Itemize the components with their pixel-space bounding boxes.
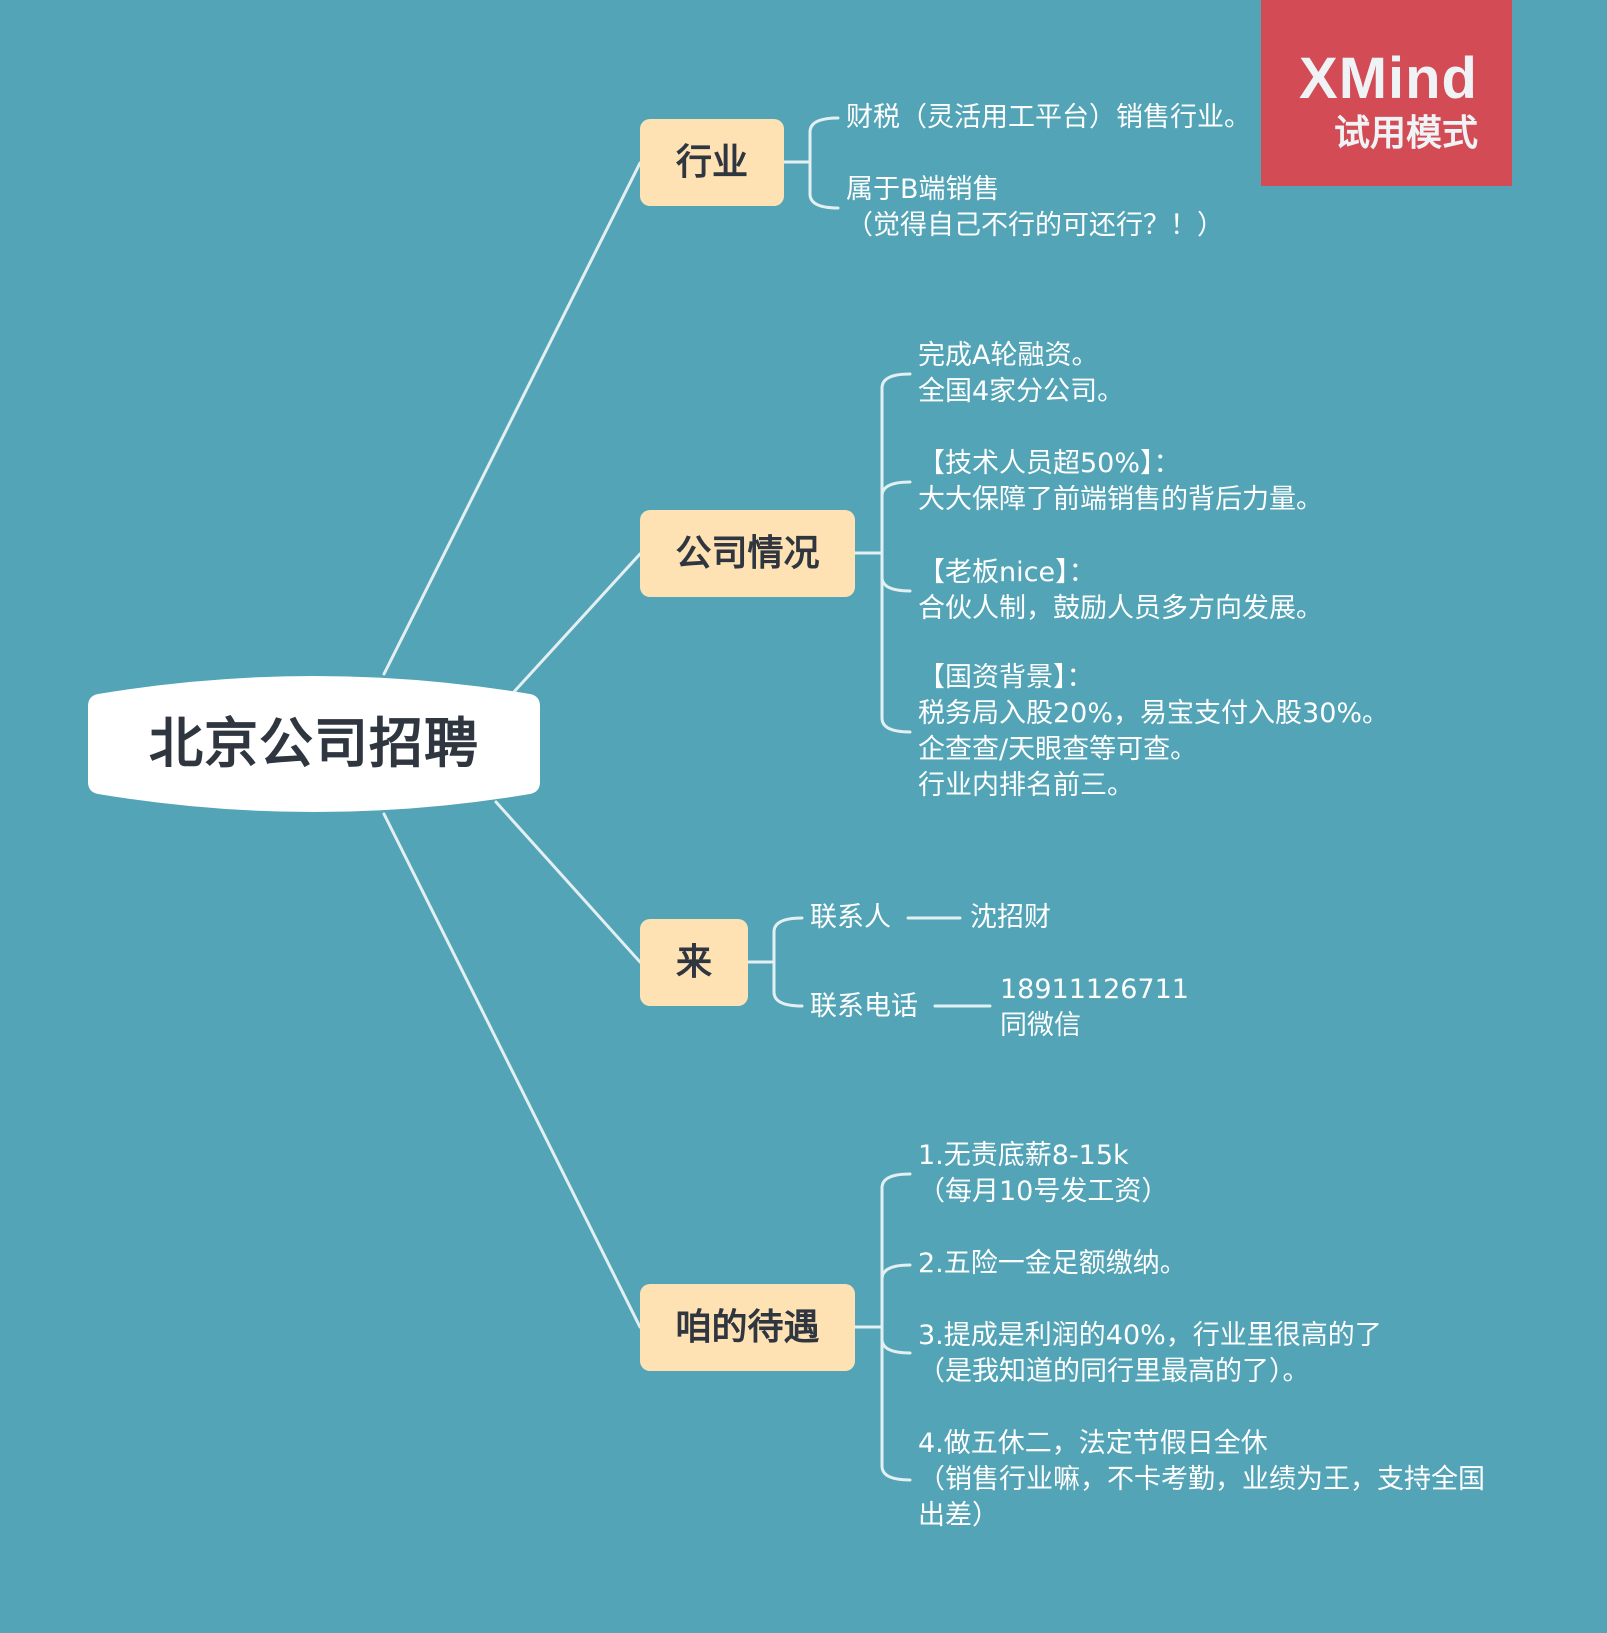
contact-phone-value-line-2: 同微信: [1000, 1010, 1081, 1041]
connector-central-benefits: [382, 812, 642, 1329]
central-topic[interactable]: 北京公司招聘: [88, 670, 540, 818]
company-item-4[interactable]: 【国资背景】： 税务局入股20%，易宝支付入股30%。 企查查/天眼查等可查。 …: [918, 660, 1389, 804]
watermark-brand: XMind: [1299, 46, 1478, 111]
contact-phone-label-text: 联系电话: [810, 991, 918, 1022]
benefits-item-4-line-3: 出差）: [918, 1500, 999, 1531]
connector-company-item-2: [880, 480, 912, 498]
benefits-item-4-line-2: （销售行业嘛，不卡考勤，业绩为王，支持全国: [918, 1464, 1485, 1495]
connector-central-join: [494, 800, 642, 964]
company-item-1-line-2: 全国4家分公司。: [918, 376, 1125, 407]
industry-item-1[interactable]: 财税（灵活用工平台）销售行业。: [846, 100, 1251, 136]
benefits-item-1-line-2: （每月10号发工资）: [918, 1176, 1169, 1207]
trial-watermark: XMind 试用模式: [1261, 0, 1512, 186]
benefits-item-3-line-1: 3.提成是利润的40%，行业里很高的了: [918, 1320, 1382, 1351]
contact-phone-label[interactable]: 联系电话: [810, 989, 918, 1025]
company-item-1[interactable]: 完成A轮融资。 全国4家分公司。: [918, 338, 1124, 410]
connector-benefits-bracket: [880, 1172, 912, 1482]
industry-item-2[interactable]: 属于B端销售 （觉得自己不行的可还行？！）: [846, 172, 1224, 244]
connector-company-bracket: [880, 372, 912, 734]
company-item-2[interactable]: 【技术人员超50%】： 大大保障了前端销售的背后力量。: [918, 446, 1323, 518]
contact-person-label-text: 联系人: [810, 902, 891, 933]
central-topic-shape: [88, 676, 540, 812]
benefits-item-3[interactable]: 3.提成是利润的40%，行业里很高的了 （是我知道的同行里最高的了）。: [918, 1318, 1382, 1390]
connector-join-bracket: [772, 916, 804, 1008]
company-item-3[interactable]: 【老板nice】： 合伙人制，鼓励人员多方向发展。: [918, 555, 1323, 627]
central-topic-label: 北京公司招聘: [149, 712, 479, 775]
connector-central-industry: [382, 161, 642, 676]
topic-industry[interactable]: 行业: [640, 119, 784, 206]
benefits-item-2[interactable]: 2.五险一金足额缴纳。: [918, 1246, 1187, 1282]
benefits-item-1[interactable]: 1.无责底薪8-15k （每月10号发工资）: [918, 1138, 1168, 1210]
topic-join-label: 来: [675, 942, 712, 983]
connector-benefits-item-3: [880, 1337, 912, 1355]
contact-person-value-line-1: 沈招财: [970, 902, 1051, 933]
industry-item-2-line-1: 属于B端销售: [846, 174, 1000, 205]
company-item-4-line-1: 【国资背景】：: [918, 662, 1094, 693]
industry-item-2-line-2: （觉得自己不行的可还行？！）: [846, 210, 1224, 241]
topic-industry-label: 行业: [675, 142, 748, 183]
topic-join[interactable]: 来: [640, 919, 748, 1006]
connector-benefits-item-2: [880, 1263, 912, 1281]
watermark-mode: 试用模式: [1333, 113, 1478, 154]
contact-phone-value[interactable]: 18911126711 同微信: [1000, 972, 1189, 1044]
benefits-item-2-line-1: 2.五险一金足额缴纳。: [918, 1248, 1187, 1279]
benefits-item-1-line-1: 1.无责底薪8-15k: [918, 1140, 1129, 1171]
topic-benefits-label: 咱的待遇: [675, 1307, 820, 1348]
topic-benefits[interactable]: 咱的待遇: [640, 1284, 855, 1371]
topic-company-label: 公司情况: [675, 533, 820, 574]
company-item-2-line-1: 【技术人员超50%】：: [918, 448, 1181, 479]
connector-company-item-3: [880, 575, 912, 593]
benefits-item-3-line-2: （是我知道的同行里最高的了）。: [918, 1356, 1310, 1387]
company-item-1-line-1: 完成A轮融资。: [918, 340, 1099, 371]
benefits-item-4[interactable]: 4.做五休二，法定节假日全休 （销售行业嘛，不卡考勤，业绩为王，支持全国 出差）: [918, 1426, 1485, 1534]
connector-central-company: [510, 552, 642, 696]
company-item-3-line-2: 合伙人制，鼓励人员多方向发展。: [918, 593, 1323, 624]
company-item-4-line-2: 税务局入股20%，易宝支付入股30%。: [918, 698, 1390, 729]
topic-company[interactable]: 公司情况: [640, 510, 855, 597]
contact-person-value[interactable]: 沈招财: [970, 900, 1051, 936]
company-item-4-line-4: 行业内排名前三。: [918, 770, 1134, 801]
company-item-2-line-2: 大大保障了前端销售的背后力量。: [918, 484, 1323, 515]
company-item-4-line-3: 企查查/天眼查等可查。: [918, 734, 1198, 765]
contact-phone-value-line-1: 18911126711: [1000, 974, 1189, 1005]
connector-industry-item-1: [808, 116, 840, 210]
industry-item-1-line-1: 财税（灵活用工平台）销售行业。: [846, 102, 1251, 133]
company-item-3-line-1: 【老板nice】：: [918, 557, 1096, 588]
benefits-item-4-line-1: 4.做五休二，法定节假日全休: [918, 1428, 1268, 1459]
contact-person-label[interactable]: 联系人: [810, 900, 891, 936]
